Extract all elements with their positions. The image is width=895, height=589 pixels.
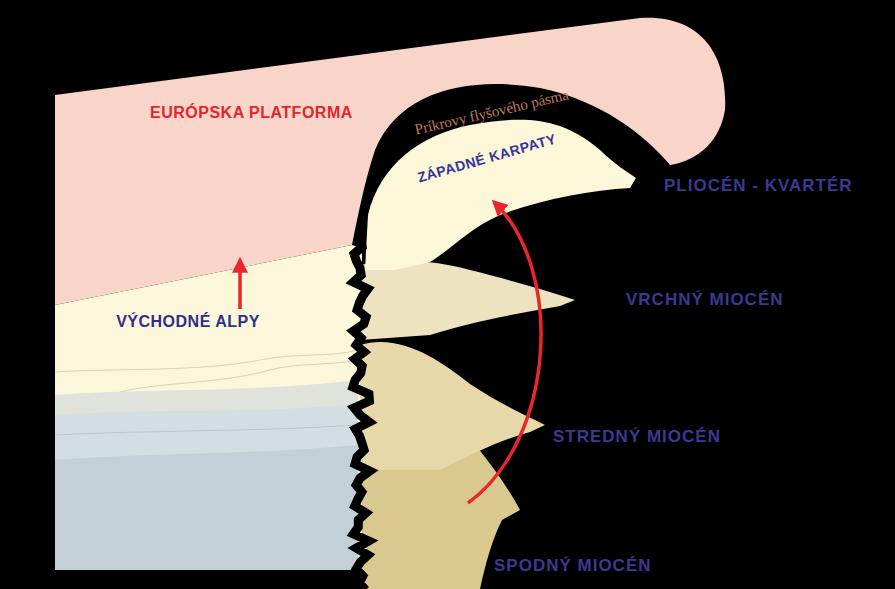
rotation-arrow (468, 202, 541, 503)
carpathians-region (365, 120, 636, 270)
alps-band (55, 380, 358, 570)
upper-miocene-basin (360, 261, 575, 340)
middle-miocene-basin (360, 342, 545, 470)
period-label: SPODNÝ MIOCÉN (494, 556, 652, 576)
alps-node: VÝCHODNÉ ALPY (110, 309, 266, 335)
alps-band (55, 445, 358, 570)
alps-nappe-line (55, 425, 358, 435)
platform-region (55, 18, 725, 305)
region-name: VÝCHODNÉ ALPY (116, 313, 260, 331)
alps-band (55, 404, 358, 570)
motion-arrow (238, 260, 242, 309)
period-label: VRCHNÝ MIOCÉN (626, 290, 784, 310)
region-name: EURÓPSKA PLATFORMA (150, 104, 353, 122)
period-label: STREDNÝ MIOCÉN (553, 427, 721, 447)
alps-nappe-line (55, 350, 358, 372)
platform-node: EURÓPSKA PLATFORMA (55, 20, 720, 260)
alps-nappe-line (120, 360, 358, 392)
alps-region (55, 245, 362, 570)
jagged-boundary (353, 240, 370, 589)
period-label: PLIOCÉN - KVARTÉR (664, 176, 853, 196)
